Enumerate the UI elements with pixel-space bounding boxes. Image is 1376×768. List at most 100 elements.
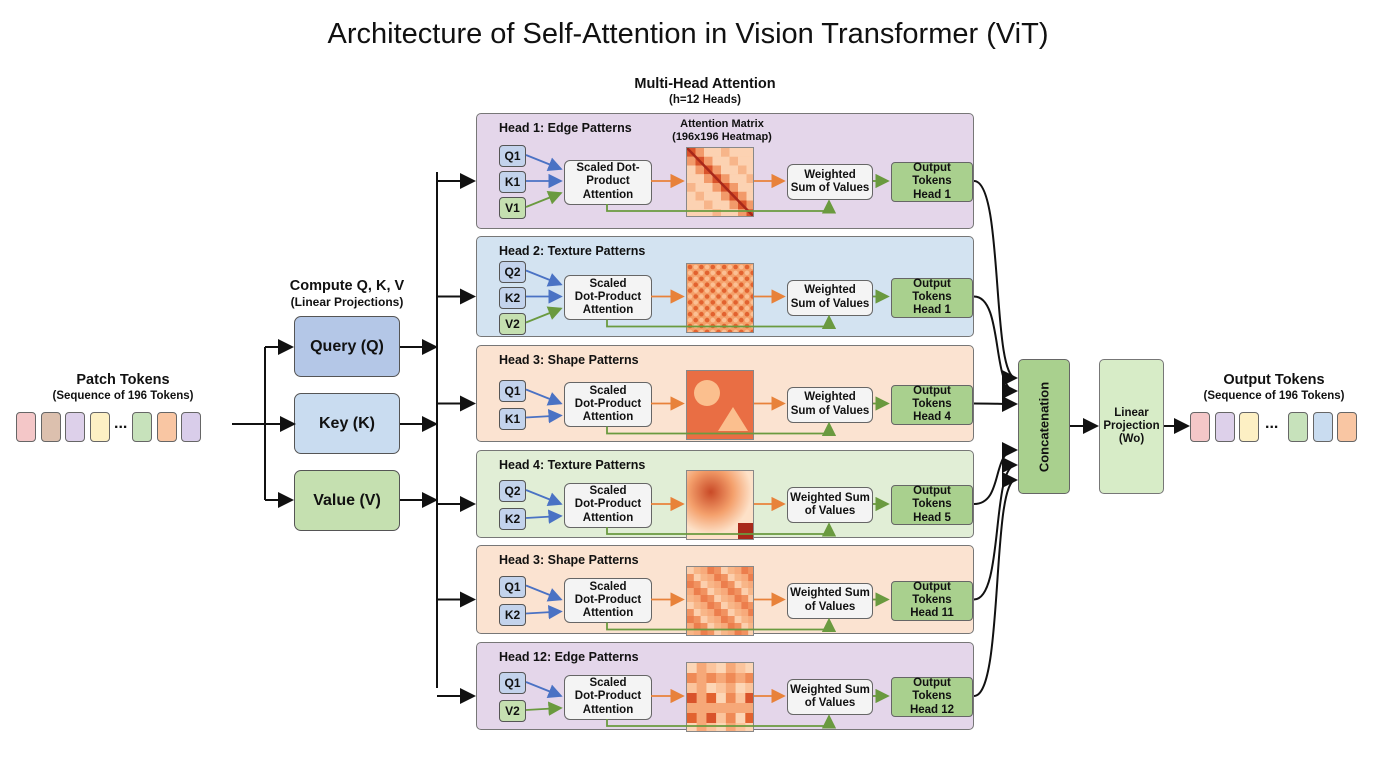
value-projection: Value (V)	[294, 470, 400, 531]
head-to-concat-arrow	[973, 457, 1018, 601]
input-arrow	[525, 409, 563, 424]
patch-tokens-title: Patch Tokens	[76, 372, 170, 388]
sdpa-line: Dot-Product	[574, 397, 642, 410]
head-to-concat-arrow	[973, 180, 1018, 386]
sdpa-line: Attention	[582, 188, 634, 201]
weighted-sum-line: Weighted	[804, 284, 856, 297]
input-arrow	[525, 269, 563, 287]
weighted-sum-line: Sum of Values	[790, 182, 870, 194]
token	[1239, 412, 1259, 442]
token	[1337, 412, 1357, 442]
input-arrow	[525, 388, 563, 406]
value-bypass-arrow	[606, 199, 837, 214]
head-output-line: Output Tokens	[912, 580, 952, 606]
value-bypass-arrow	[606, 522, 837, 537]
token-ellipsis: ...	[1265, 415, 1279, 432]
token	[1312, 412, 1333, 442]
output-tokens-title: Output Tokens	[1223, 372, 1325, 388]
weighted-sum-line: Sum of Values	[790, 297, 870, 310]
heatmap-image	[687, 370, 753, 439]
output-tokens-subtitle: (Sequence of 196 Tokens)	[1203, 390, 1345, 402]
diagram-title: Architecture of Self-Attention in Vision…	[327, 18, 1049, 50]
heatmap-image	[687, 471, 753, 539]
input-arrow	[525, 584, 563, 602]
head-output-line: Output	[913, 162, 951, 175]
heatmap-image	[687, 263, 753, 332]
sdpa-line: Attention	[582, 703, 634, 716]
query-input: Q1	[499, 145, 526, 167]
value-input: V2	[499, 312, 526, 335]
sdpa-line: Scaled	[589, 277, 627, 290]
token	[16, 412, 36, 442]
sdpa-line: Attention	[582, 304, 634, 317]
input-arrow	[525, 701, 563, 716]
token	[156, 412, 177, 442]
sdpa-line: Scaled	[589, 677, 627, 690]
attention-heatmap	[686, 147, 754, 217]
head-title: Head 3: Shape Patterns	[499, 353, 639, 367]
query-input: Q2	[499, 260, 526, 283]
linear-projection-line-2: Projection	[1103, 419, 1160, 432]
head-output-line: Head 11	[910, 607, 954, 620]
multihead-subtitle: (h=12 Heads)	[669, 94, 741, 106]
input-arrow	[525, 154, 563, 172]
value-bypass-arrow	[606, 421, 837, 437]
input-arrow	[525, 489, 563, 507]
head-title: Head 1: Edge Patterns	[499, 121, 632, 135]
weighted-sum-line: Weighted Sum	[790, 491, 870, 504]
sdpa-line: Dot-Product	[574, 593, 642, 606]
input-arrow	[525, 605, 563, 620]
attention-heatmap	[686, 470, 754, 540]
weighted-sum-line: Weighted Sum	[790, 587, 870, 600]
token	[1288, 412, 1308, 442]
attention-heatmap	[686, 262, 754, 333]
attention-heatmap	[686, 565, 754, 636]
sdpa-line: Attention	[582, 511, 634, 524]
query-input: Q2	[499, 480, 526, 502]
head-output-line: Output Tokens	[912, 384, 952, 410]
sdpa-line: Dot-Product	[574, 290, 642, 303]
sdpa-line: Scaled	[589, 580, 627, 593]
sdpa-line: Scaled	[589, 384, 627, 397]
key-input: K2	[499, 286, 526, 309]
attention-matrix-label: Attention Matrix	[680, 118, 764, 130]
query-projection: Query (Q)	[294, 316, 400, 377]
token-ellipsis: ...	[114, 415, 128, 432]
head-output-line: Head 5	[913, 511, 951, 524]
weighted-sum-line: Weighted	[804, 168, 856, 181]
linear-projection-line-3: (Wo)	[1118, 433, 1145, 446]
heatmap-image	[687, 566, 753, 635]
linear-projection-block: Linear Projection (Wo)	[1099, 359, 1164, 494]
head-to-concat-arrow	[973, 472, 1018, 697]
head-output-line: Output	[913, 277, 951, 290]
token	[181, 412, 201, 442]
sdpa-line: Product	[586, 175, 630, 188]
sdpa-line: Attention	[582, 607, 634, 620]
head-output-line: Tokens	[912, 290, 952, 303]
multihead-title: Multi-Head Attention	[634, 76, 776, 92]
sdpa-line: Scaled Dot-	[576, 162, 640, 175]
query-input: Q1	[499, 379, 526, 402]
sdpa-line: Attention	[582, 411, 634, 424]
head-title: Head 2: Texture Patterns	[499, 244, 646, 258]
head-to-concat-arrow	[973, 442, 1018, 505]
